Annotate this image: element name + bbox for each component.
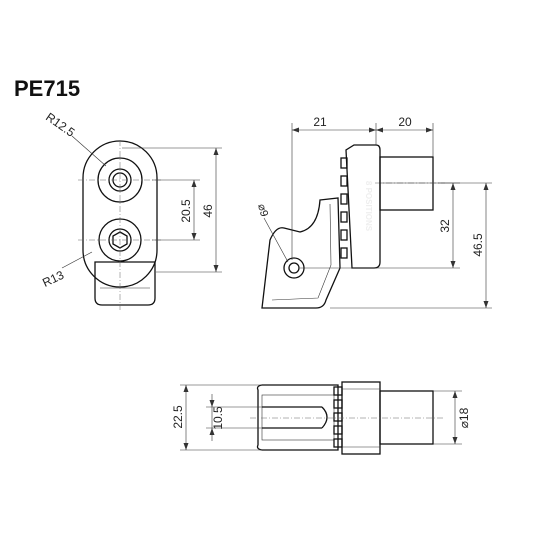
radius-bottom-label: R13 (40, 268, 66, 290)
front-view: R12.5 R13 20.5 46 (40, 110, 222, 310)
dim-top-right: 20 (398, 115, 412, 129)
positions-label: 8 POSITIONS (364, 181, 373, 232)
bottom-shaft (379, 390, 434, 445)
dim-shaft-height: 32 (438, 219, 452, 233)
front-base-plate (94, 261, 156, 306)
dim-hole-spacing: 20.5 (179, 199, 193, 223)
dim-outer-width: 22.5 (171, 405, 185, 429)
side-view: 8 POSITIONS ⌀9 21 20 32 46.5 (255, 115, 492, 309)
dim-front-height: 46 (201, 204, 215, 218)
shaft-diameter-label: ⌀18 (457, 407, 471, 428)
side-shaft (379, 156, 434, 211)
dim-top-left: 21 (313, 115, 327, 129)
bottom-body (256, 384, 339, 451)
dim-total-height: 46.5 (471, 233, 485, 257)
side-arm (261, 197, 341, 309)
hole-diameter-label: ⌀9 (255, 203, 270, 218)
side-dial-ring (345, 144, 381, 269)
radius-top-label: R12.5 (43, 110, 78, 140)
bottom-view: 22.5 10.5 ⌀18 (171, 381, 471, 455)
part-number-title: PE715 (14, 76, 80, 101)
front-body (82, 140, 158, 288)
dim-inner-width: 10.5 (211, 406, 225, 430)
